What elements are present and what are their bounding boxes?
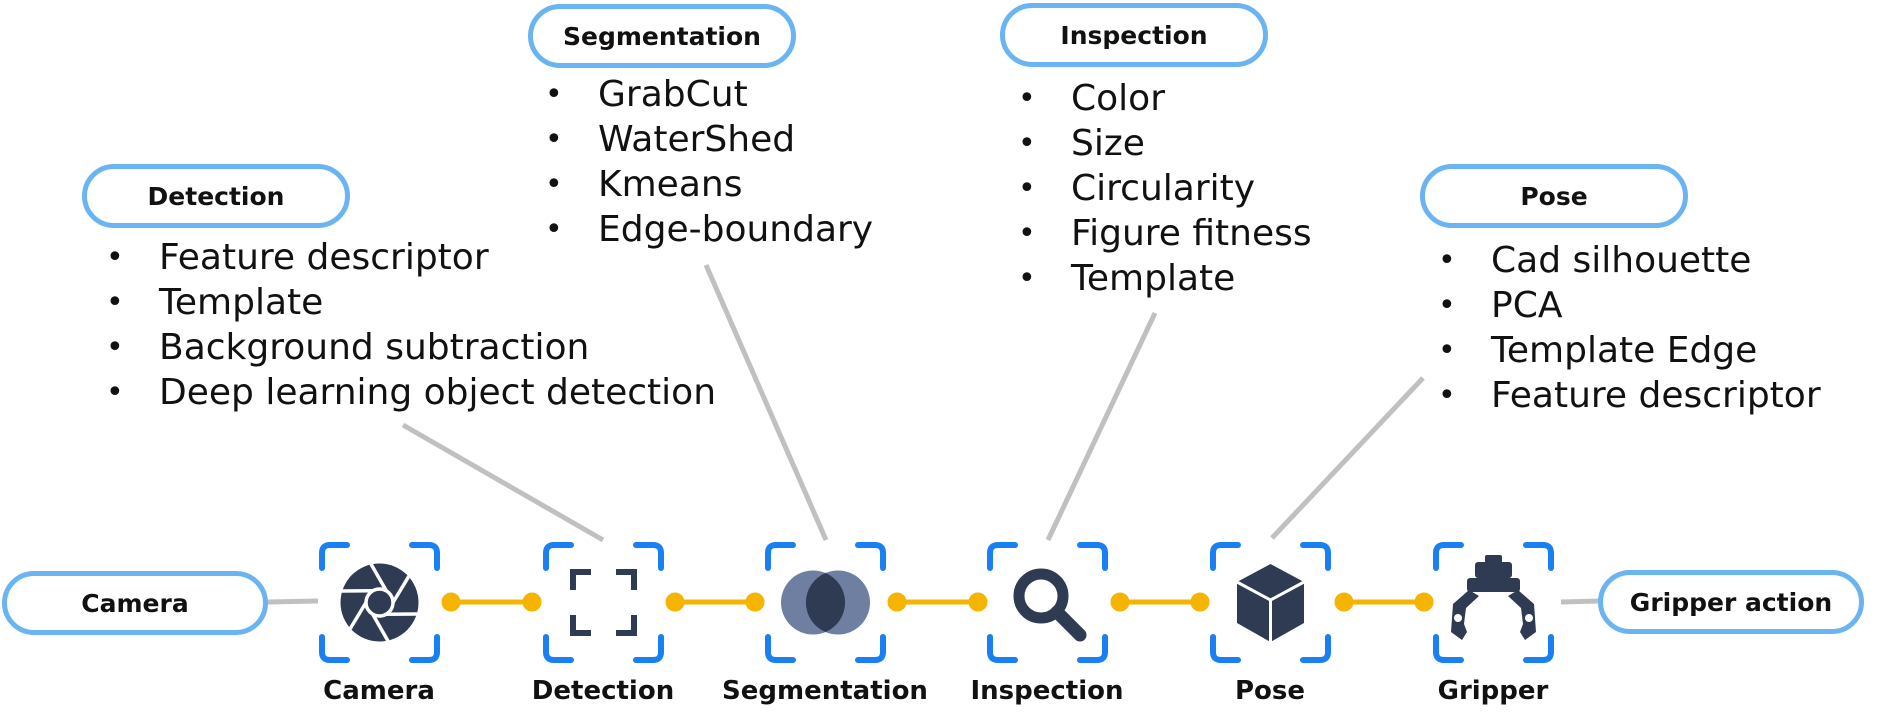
gripper-action-label: Gripper action [1598,570,1864,634]
leader-line-segmentation [703,264,829,541]
list-item: WaterShed [545,117,873,162]
leader-line-pose [1270,376,1425,540]
leader-line-inspection [1045,311,1158,542]
camera-input-label: Camera [2,571,268,635]
inspection-method-list: Color Size Circularity Figure fitness Te… [1018,76,1312,301]
leader-line-gripper [1560,598,1601,605]
stage-caption-gripper: Gripper [1437,676,1549,706]
detection-callout-label: Detection [82,164,350,228]
list-item: GrabCut [545,72,873,117]
leader-line-camera [267,598,319,605]
list-item: Edge-boundary [545,207,873,252]
list-item: Figure fitness [1018,211,1312,256]
overlap-circles-icon [781,570,870,635]
stage-caption-detection: Detection [531,676,675,706]
stage-caption-segmentation: Segmentation [722,676,928,706]
segmentation-method-list: GrabCut WaterShed Kmeans Edge-boundary [545,72,873,252]
camera-stage-icon [322,545,437,660]
list-item: Cad silhouette [1438,238,1821,283]
leader-line-detection [401,422,605,543]
list-item: Size [1018,121,1312,166]
list-item: Color [1018,76,1312,121]
bounding-box-icon [570,569,637,636]
stage-caption-inspection: Inspection [970,676,1124,706]
aperture-icon [340,563,419,642]
list-item: Feature descriptor [1438,373,1821,418]
gripper-icon [1451,555,1536,640]
magnifier-icon [1013,568,1087,642]
pose-callout-label: Pose [1420,164,1688,228]
pose-method-list: Cad silhouette PCA Template Edge Feature… [1438,238,1821,418]
stage-caption-pose: Pose [1234,676,1306,706]
stage-caption-camera: Camera [323,676,435,706]
detection-method-list: Feature descriptor Template Background s… [106,235,716,415]
gripper-stage-icon [1436,545,1551,660]
list-item: Template Edge [1438,328,1821,373]
list-item: PCA [1438,283,1821,328]
list-item: Feature descriptor [106,235,716,280]
inspection-stage-icon [990,545,1105,660]
segmentation-stage-icon [768,545,883,660]
list-item: Kmeans [545,162,873,207]
list-item: Background subtraction [106,325,716,370]
pose-stage-icon [1213,545,1328,660]
list-item: Deep learning object detection [106,370,716,415]
list-item: Template [106,280,716,325]
cube-icon [1236,564,1305,642]
list-item: Template [1018,256,1312,301]
detection-stage-icon [546,545,661,660]
list-item: Circularity [1018,166,1312,211]
inspection-callout-label: Inspection [1000,3,1268,67]
segmentation-callout-label: Segmentation [528,4,796,68]
